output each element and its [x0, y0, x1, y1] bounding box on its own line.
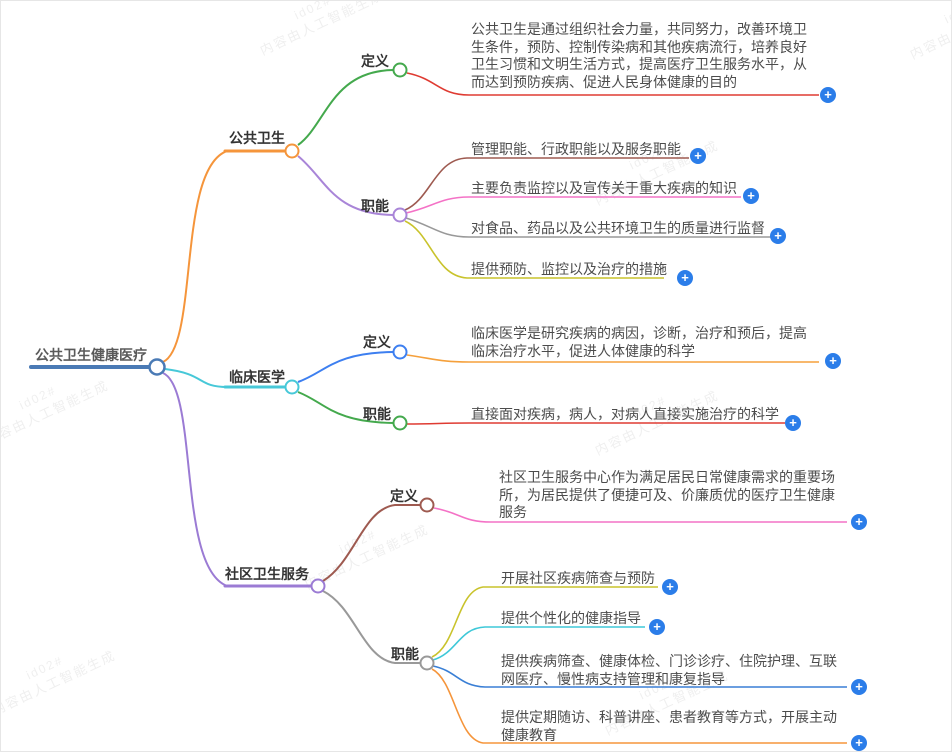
leaf-text-pub-definition[interactable]: 公共卫生是通过组织社会力量，共同努力，改善环境卫生条件，预防、控制传染病和其他疾… [471, 21, 807, 90]
node-handle-root[interactable] [148, 358, 166, 376]
add-node-button[interactable]: + [820, 87, 836, 103]
line-pub-func-2 [405, 196, 741, 214]
subnode-label-clin-definition[interactable]: 定义 [363, 334, 391, 350]
line-comm-definition-item [433, 507, 847, 523]
node-handle-pub-definition[interactable] [392, 62, 408, 78]
line-pub-definition-item [406, 72, 819, 96]
leaf-text-pub-function-3[interactable]: 对食品、药品以及公共环境卫生的质量进行监督 [471, 220, 765, 236]
add-node-button[interactable]: + [851, 735, 867, 751]
leaf-text-clin-definition[interactable]: 临床医学是研究疾病的病因，诊断，治疗和预后，提高临床治疗水平，促进人体健康的科学 [471, 325, 807, 359]
leaf-text-comm-function-1[interactable]: 开展社区疾病筛查与预防 [501, 570, 655, 586]
branch-label-community-health[interactable]: 社区卫生服务 [225, 566, 309, 582]
leaf-text-comm-function-3[interactable]: 提供疾病筛查、健康体检、门诊诊疗、住院护理、互联网医疗、慢性病支持管理和康复指导 [501, 653, 837, 687]
add-node-button[interactable]: + [825, 353, 841, 369]
leaf-text-clin-function[interactable]: 直接面对疾病，病人，对病人直接实施治疗的科学 [471, 406, 779, 422]
node-handle-clin-functions[interactable] [392, 415, 408, 431]
add-node-button[interactable]: + [662, 579, 678, 595]
leaf-text-pub-function-2[interactable]: 主要负责监控以及宣传关于重大疾病的知识 [471, 180, 737, 196]
subnode-label-comm-functions[interactable]: 职能 [391, 646, 419, 662]
add-node-button[interactable]: + [743, 188, 759, 204]
branch-line-community-health [162, 372, 228, 587]
subnode-label-pub-functions[interactable]: 职能 [361, 198, 389, 214]
line-clin-functions-item [406, 422, 785, 425]
node-handle-pub-functions[interactable] [392, 207, 408, 223]
leaf-text-comm-definition[interactable]: 社区卫生服务中心作为满足居民日常健康需求的重要场所，为居民提供了便捷可及、价廉质… [499, 469, 835, 520]
branch-line-public-health [162, 150, 228, 363]
node-handle-clinical-medicine[interactable] [284, 379, 300, 395]
add-node-button[interactable]: + [649, 619, 665, 635]
line-pub-func-3 [405, 217, 771, 238]
leaf-text-pub-function-1[interactable]: 管理职能、行政职能以及服务职能 [471, 141, 681, 157]
add-node-button[interactable]: + [785, 415, 801, 431]
branch-line-clinical-medicine [164, 368, 228, 388]
line-comm-func-2 [432, 626, 645, 661]
subnode-label-comm-definition[interactable]: 定义 [390, 488, 418, 504]
node-handle-comm-functions[interactable] [419, 655, 435, 671]
branch-label-clinical-medicine[interactable]: 临床医学 [229, 369, 285, 385]
leaf-text-comm-function-4[interactable]: 提供定期随访、科普讲座、患者教育等方式，开展主动健康教育 [501, 709, 837, 743]
branch-label-public-health[interactable]: 公共卫生 [229, 130, 285, 146]
subnode-label-clin-functions[interactable]: 职能 [363, 406, 391, 422]
node-handle-clin-definition[interactable] [392, 344, 408, 360]
line-comm-definition [322, 504, 420, 582]
line-comm-func-1 [431, 586, 658, 658]
node-handle-public-health[interactable] [284, 143, 300, 159]
line-clin-definition-item [406, 354, 819, 363]
line-pub-func-1 [404, 157, 689, 211]
leaf-text-comm-function-2[interactable]: 提供个性化的健康指导 [501, 610, 641, 626]
line-comm-func-4 [431, 668, 847, 744]
add-node-button[interactable]: + [677, 270, 693, 286]
node-handle-comm-definition[interactable] [419, 497, 435, 513]
line-clin-functions [297, 391, 394, 424]
leaf-text-pub-function-4[interactable]: 提供预防、监控以及治疗的措施 [471, 261, 667, 277]
line-comm-func-3 [432, 665, 847, 688]
line-pub-func-4 [404, 220, 664, 279]
add-node-button[interactable]: + [690, 148, 706, 164]
subnode-label-pub-definition[interactable]: 定义 [361, 53, 389, 69]
add-node-button[interactable]: + [851, 514, 867, 530]
line-pub-definition [297, 69, 394, 146]
add-node-button[interactable]: + [851, 679, 867, 695]
node-handle-community-health[interactable] [310, 578, 326, 594]
add-node-button[interactable]: + [770, 228, 786, 244]
line-pub-functions [297, 155, 394, 216]
line-clin-definition [297, 351, 394, 383]
line-comm-functions [322, 590, 420, 664]
root-node-label[interactable]: 公共卫生健康医疗 [35, 347, 147, 363]
